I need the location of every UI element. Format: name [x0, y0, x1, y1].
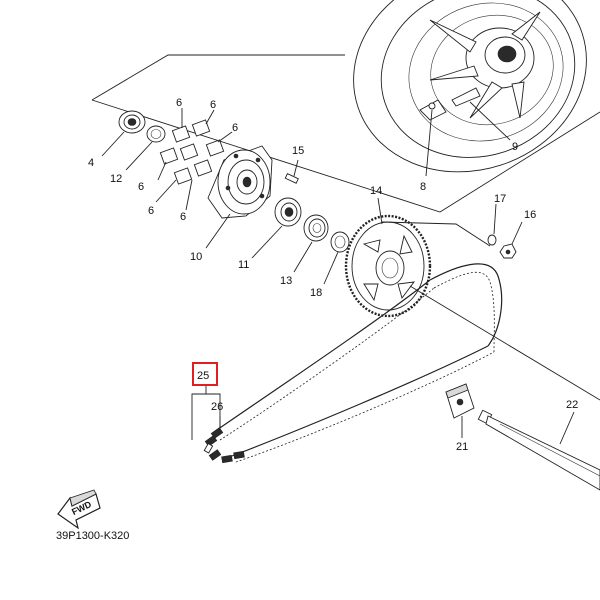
label-part-12: 12	[110, 173, 122, 185]
label-part-6-b: 6	[210, 99, 216, 111]
label-part-22: 22	[566, 399, 578, 411]
label-part-16: 16	[524, 209, 536, 221]
label-part-8: 8	[420, 181, 426, 193]
label-part-9: 9	[512, 141, 518, 153]
label-part-14: 14	[370, 185, 382, 197]
part-22-axle	[477, 409, 600, 491]
part-12-collar	[125, 125, 166, 171]
label-part-10: 10	[190, 251, 202, 263]
label-part-13: 13	[280, 275, 292, 287]
part-8-leader	[425, 102, 436, 177]
part-25-highlight	[192, 362, 218, 386]
label-part-4: 4	[88, 157, 94, 169]
label-part-11: 11	[238, 259, 249, 271]
part-25-bracket	[191, 386, 221, 440]
label-part-6-a: 6	[176, 97, 182, 109]
label-part-6-c: 6	[232, 122, 238, 134]
part-21-adjuster	[445, 383, 475, 438]
label-part-6-f: 6	[180, 211, 186, 223]
label-part-25: 25	[197, 370, 209, 382]
part-4-bearing	[101, 110, 146, 157]
label-part-15: 15	[292, 145, 304, 157]
part-10-clutch-hub	[205, 145, 273, 249]
label-part-21: 21	[456, 441, 468, 453]
part-11-bearing	[251, 197, 302, 259]
label-part-6-d: 6	[138, 181, 144, 193]
part-26-chain-joint	[203, 427, 245, 464]
part-18-collar	[323, 231, 350, 285]
part-15-stud	[284, 159, 299, 184]
wheel-frame	[91, 54, 600, 213]
part-6-dampers	[155, 108, 233, 211]
label-part-18: 18	[310, 287, 322, 299]
part-16-nut	[499, 221, 523, 259]
label-part-6-e: 6	[148, 205, 154, 217]
diagram-code: 39P1300-K320	[56, 530, 129, 542]
drive-chain	[213, 263, 503, 463]
part-14-sprocket	[344, 197, 432, 318]
part-17-washer	[487, 203, 497, 246]
label-part-17: 17	[494, 193, 506, 205]
fwd-arrow-icon: FWD	[57, 489, 101, 530]
part-13-seal	[293, 214, 329, 273]
rear-wheel	[353, 0, 587, 173]
label-part-26: 26	[211, 401, 223, 413]
